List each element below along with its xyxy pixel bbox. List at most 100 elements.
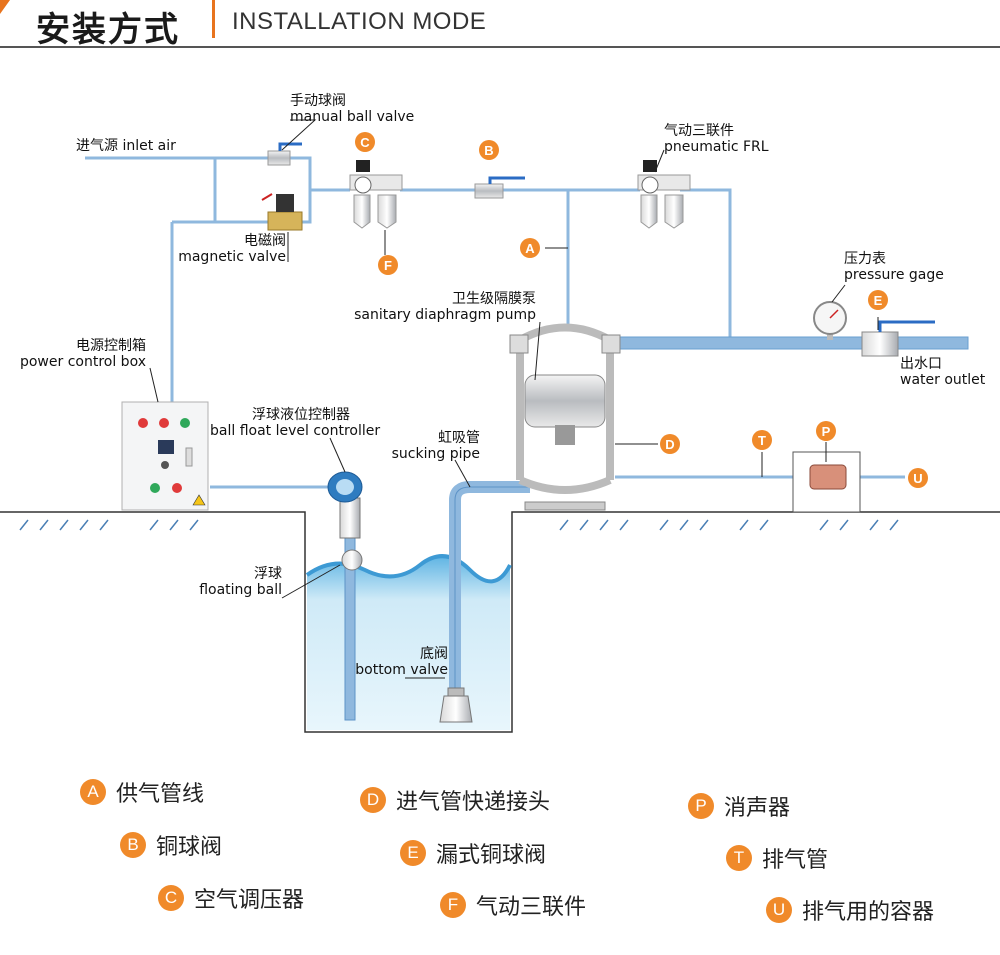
frl-left-graphic: [349, 160, 403, 229]
legend-marker-c: C: [158, 885, 184, 911]
label-magnetic-valve: 电磁阀 magnetic valve: [176, 233, 286, 265]
label-pneumatic-frl: 气动三联件 pneumatic FRL: [664, 123, 769, 155]
label-sucking-pipe: 虹吸管 sucking pipe: [388, 430, 480, 462]
legend-item-t: T 排气管: [726, 842, 828, 874]
marker-e: E: [868, 290, 888, 310]
svg-text:D: D: [665, 437, 674, 452]
label-power-control-box: 电源控制箱 power control box: [14, 338, 146, 370]
magnetic-valve-graphic: [261, 193, 303, 231]
label-float-level-controller-en: ball float level controller: [210, 423, 381, 439]
marker-b: B: [479, 140, 499, 160]
header-title-cn: 安装方式: [36, 10, 180, 50]
label-pneumatic-frl-en: pneumatic FRL: [664, 139, 769, 155]
label-sucking-pipe-en: sucking pipe: [391, 446, 480, 462]
label-pressure-gage-en: pressure gage: [844, 267, 944, 283]
header-accent-mark: [0, 0, 10, 14]
legend-item-c: C 空气调压器: [158, 882, 304, 914]
diagram-markers: C B A F E D T P U: [355, 132, 928, 488]
legend-item-p: P 消声器: [688, 790, 790, 822]
bypass-line: [213, 158, 270, 224]
marker-d: D: [660, 434, 680, 454]
marker-t: T: [752, 430, 772, 450]
legend-text-t: 排气管: [762, 848, 829, 873]
legend-text-f: 气动三联件: [476, 895, 587, 920]
legend-text-d: 进气管快递接头: [396, 790, 551, 815]
legend-item-d: D 进气管快递接头: [360, 784, 550, 816]
label-bottom-valve: 底阀 bottom valve: [350, 646, 448, 678]
header-divider: [212, 0, 215, 38]
legend-marker-f: F: [440, 892, 466, 918]
label-pressure-gage: 压力表 pressure gage: [844, 251, 944, 283]
legend-marker-u: U: [766, 897, 792, 923]
legend-text-u: 排气用的容器: [802, 900, 935, 925]
legend-marker-t: T: [726, 845, 752, 871]
svg-text:C: C: [360, 135, 370, 150]
legend-text-b: 铜球阀: [156, 835, 223, 860]
legend-marker-a: A: [80, 779, 106, 805]
marker-f: F: [378, 255, 398, 275]
label-power-control-box-cn: 电源控制箱: [76, 338, 146, 354]
label-floating-ball-cn: 浮球: [254, 566, 282, 582]
legend-item-a: A 供气管线: [80, 776, 204, 808]
label-sucking-pipe-cn: 虹吸管: [438, 430, 480, 446]
legend-marker-b: B: [120, 832, 146, 858]
label-bottom-valve-cn: 底阀: [420, 646, 448, 662]
label-floating-ball-en: floating ball: [199, 582, 282, 598]
label-magnetic-valve-cn: 电磁阀: [244, 233, 286, 249]
marker-u: U: [908, 468, 928, 488]
legend-text-c: 空气调压器: [194, 888, 305, 913]
installation-diagram: C B A F E D T P U: [0, 119, 1000, 733]
label-sanitary-pump-cn: 卫生级隔膜泵: [452, 291, 536, 307]
label-water-outlet: 出水口 water outlet: [900, 356, 985, 388]
marker-c: C: [355, 132, 375, 152]
pressure-gauge-graphic: [813, 301, 847, 340]
label-floating-ball: 浮球 floating ball: [192, 566, 282, 598]
label-float-level-controller-cn: 浮球液位控制器: [252, 407, 350, 423]
legend-marker-d: D: [360, 787, 386, 813]
label-manual-ball-valve-cn: 手动球阀: [290, 93, 346, 109]
ground-hatching: [19, 519, 899, 531]
label-manual-ball-valve: 手动球阀 manual ball valve: [290, 93, 414, 125]
marker-a: A: [520, 238, 540, 258]
section-header: 安装方式 INSTALLATION MODE: [0, 0, 1000, 50]
label-sanitary-pump: 卫生级隔膜泵 sanitary diaphragm pump: [340, 291, 536, 323]
label-pneumatic-frl-cn: 气动三联件: [664, 123, 734, 139]
svg-text:B: B: [484, 143, 493, 158]
legend-item-f: F 气动三联件: [440, 889, 586, 921]
label-bottom-valve-en: bottom valve: [355, 662, 448, 678]
label-float-level-controller: 浮球液位控制器 ball float level controller: [210, 407, 380, 439]
power-control-box-graphic: [121, 401, 209, 511]
label-inlet-air: 进气源 inlet air: [76, 138, 176, 154]
solenoid-return-line: [300, 190, 312, 224]
legend-item-b: B 铜球阀: [120, 829, 222, 861]
legend-marker-p: P: [688, 793, 714, 819]
label-water-outlet-cn: 出水口: [900, 356, 942, 372]
legend-marker-e: E: [400, 840, 426, 866]
legend-item-u: U 排气用的容器: [766, 894, 934, 926]
marker-p: P: [816, 421, 836, 441]
frl-right-graphic: [637, 160, 691, 229]
float-controller-graphic: [327, 471, 363, 721]
svg-text:A: A: [525, 241, 535, 256]
legend-text-p: 消声器: [724, 796, 791, 821]
air-supply-lines: [85, 156, 905, 489]
svg-text:T: T: [758, 433, 766, 448]
label-pressure-gage-cn: 压力表: [844, 251, 886, 267]
leader-lines: [149, 119, 879, 679]
bottom-valve-graphic: [439, 687, 473, 723]
header-title-en: INSTALLATION MODE: [232, 8, 487, 35]
label-sanitary-pump-en: sanitary diaphragm pump: [354, 307, 536, 323]
outlet-ball-valve-graphic: [861, 320, 935, 357]
legend-text-a: 供气管线: [116, 782, 205, 807]
svg-text:E: E: [874, 293, 883, 308]
ball-valve-b-graphic: [474, 176, 525, 199]
inlet-air-line: [85, 156, 350, 192]
label-water-outlet-en: water outlet: [900, 372, 986, 388]
label-magnetic-valve-en: magnetic valve: [178, 249, 286, 265]
legend-item-e: E 漏式铜球阀: [400, 837, 546, 869]
legend-text-e: 漏式铜球阀: [436, 843, 547, 868]
manual-ball-valve-graphic: [267, 142, 302, 166]
water-outlet-pipe: [609, 336, 969, 350]
svg-text:U: U: [913, 471, 922, 486]
header-underline: [0, 46, 1000, 48]
